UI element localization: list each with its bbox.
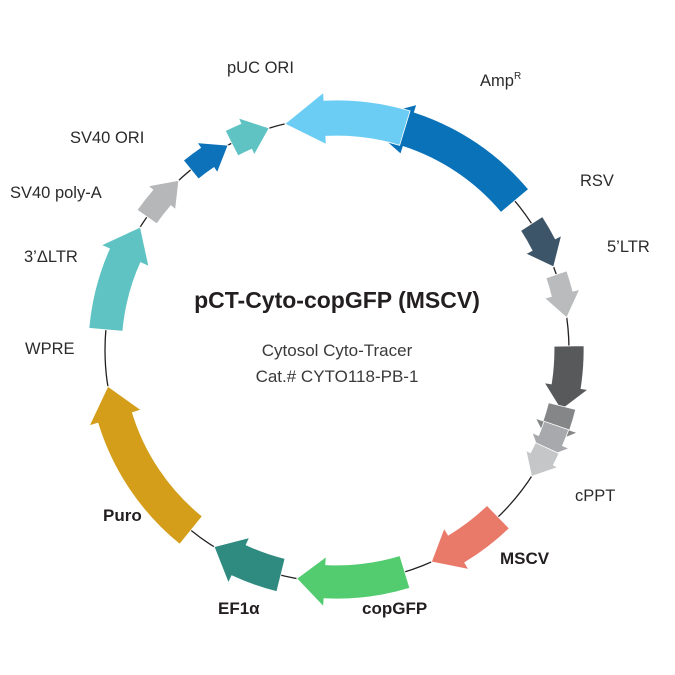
label-cppt: cPPT	[575, 487, 615, 505]
ef1a-arrow	[213, 537, 286, 593]
map-subtitle-line1: Cytosol Cyto-Tracer	[262, 341, 413, 360]
mscv-arrow	[430, 504, 510, 570]
sv40-polya-arrow	[182, 142, 229, 180]
label-amp-superscript: R	[514, 71, 521, 82]
label-puro: Puro	[103, 506, 142, 525]
5ltr-arrow	[543, 270, 581, 319]
label-sv40-polya: SV40 poly-A	[10, 184, 102, 202]
label-copgfp: copGFP	[362, 599, 427, 618]
copgfp-arrow	[296, 555, 411, 608]
wpre-arrow	[88, 226, 150, 332]
3ltr-arrow	[136, 179, 180, 225]
label-wpre: WPRE	[25, 340, 75, 358]
puc-ori-arrow	[284, 91, 411, 146]
rsv-arrow	[520, 216, 563, 268]
label-3ltr: 3’ΔLTR	[24, 248, 78, 266]
feature-arrows	[88, 91, 589, 608]
label-puc-ori: pUC ORI	[227, 59, 294, 77]
label-amp: AmpR	[480, 71, 521, 90]
label-rsv: RSV	[580, 172, 614, 190]
cppt-arrow	[525, 442, 560, 477]
label-mscv: MSCV	[500, 549, 550, 568]
label-sv40-ori: SV40 ORI	[70, 129, 144, 147]
label-ef1a: EF1α	[218, 599, 260, 618]
map-subtitle-line2: Cat.# CYTO118-PB-1	[256, 367, 419, 386]
label-5ltr: 5’LTR	[607, 238, 650, 256]
puro-arrow	[88, 385, 203, 545]
dark-grey-arrow	[543, 345, 589, 411]
map-title: pCT-Cyto-copGFP (MSCV)	[194, 287, 480, 313]
sv40-ori-arrow	[224, 117, 270, 157]
